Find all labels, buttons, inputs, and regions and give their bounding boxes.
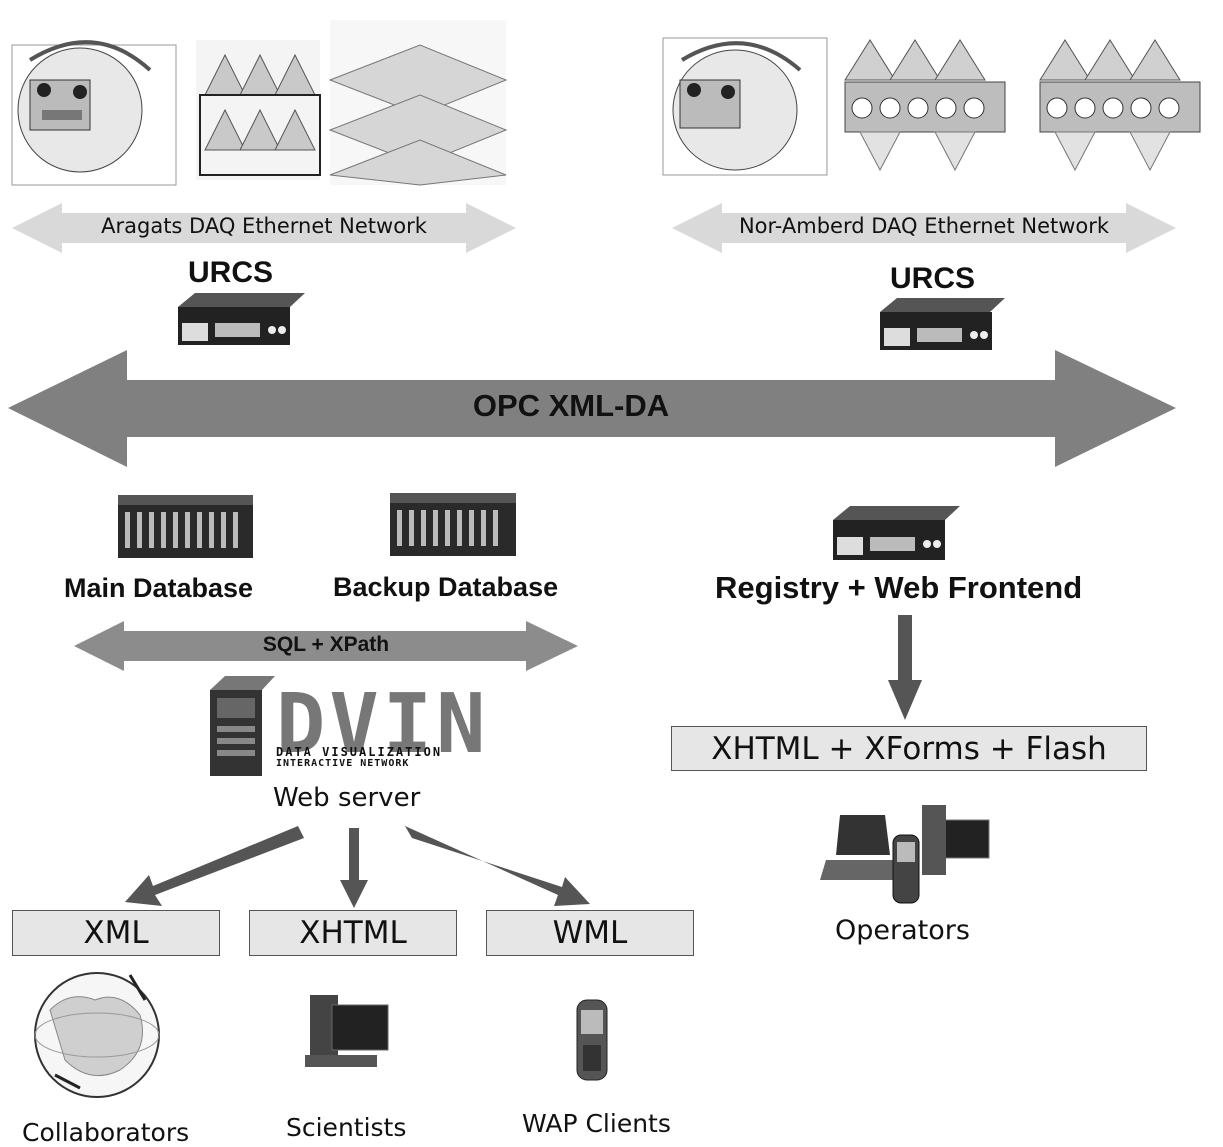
sql-xpath-label: SQL + XPath bbox=[262, 633, 390, 656]
aragats-detector-photos bbox=[11, 20, 508, 186]
opc-bus-arrow bbox=[8, 350, 1176, 467]
wap-clients-label: WAP Clients bbox=[522, 1109, 671, 1138]
xhtml-output-label: XHTML bbox=[299, 915, 407, 951]
nor-amberd-detector-photos bbox=[662, 37, 1201, 176]
urcs-device-right bbox=[880, 298, 1005, 350]
urcs-label-right: URCS bbox=[890, 262, 976, 295]
sql-xpath-arrow bbox=[74, 621, 578, 671]
wml-output-label: WML bbox=[552, 915, 628, 951]
xml-output-label: XML bbox=[83, 915, 149, 951]
urcs-label-left: URCS bbox=[188, 256, 274, 289]
xhtml-output-box: XHTML bbox=[249, 910, 457, 956]
main-database-label: Main Database bbox=[64, 573, 254, 603]
main-database-server bbox=[118, 495, 253, 558]
dvin-subtitle-1: DATA VISUALIZATION bbox=[276, 745, 443, 759]
wml-output-box: WML bbox=[486, 910, 694, 956]
registry-frontend-label: Registry + Web Frontend bbox=[715, 570, 1083, 605]
web-server-output-arrows bbox=[125, 826, 590, 908]
dvin-subtitle-2: INTERACTIVE NETWORK bbox=[276, 758, 410, 769]
scientists-workstation bbox=[305, 995, 389, 1067]
registry-down-arrow bbox=[888, 615, 922, 720]
aragats-network-arrow bbox=[12, 203, 516, 253]
operators-label: Operators bbox=[835, 915, 970, 946]
operators-computers bbox=[820, 805, 990, 904]
aragats-network-label: Aragats DAQ Ethernet Network bbox=[101, 214, 427, 238]
collaborators-label: Collaborators bbox=[22, 1118, 190, 1147]
backup-database-server bbox=[390, 493, 516, 556]
nor-amberd-network-arrow bbox=[672, 203, 1176, 253]
opc-bus-label: OPC XML-DA bbox=[472, 388, 670, 423]
web-server-label: Web server bbox=[273, 783, 421, 813]
urcs-device-left bbox=[178, 293, 305, 345]
web-server-tower bbox=[210, 676, 275, 776]
frontend-formats-label: XHTML + XForms + Flash bbox=[711, 730, 1107, 767]
nor-amberd-network-label: Nor-Amberd DAQ Ethernet Network bbox=[738, 214, 1110, 238]
wap-phone bbox=[576, 999, 608, 1081]
scientists-label: Scientists bbox=[286, 1113, 407, 1142]
collaborators-globe bbox=[34, 972, 160, 1098]
frontend-formats-box: XHTML + XForms + Flash bbox=[671, 726, 1147, 771]
registry-device bbox=[833, 506, 960, 560]
xml-output-box: XML bbox=[12, 910, 220, 956]
backup-database-label: Backup Database bbox=[333, 572, 559, 602]
dvin-logo: DVIN bbox=[276, 677, 490, 772]
